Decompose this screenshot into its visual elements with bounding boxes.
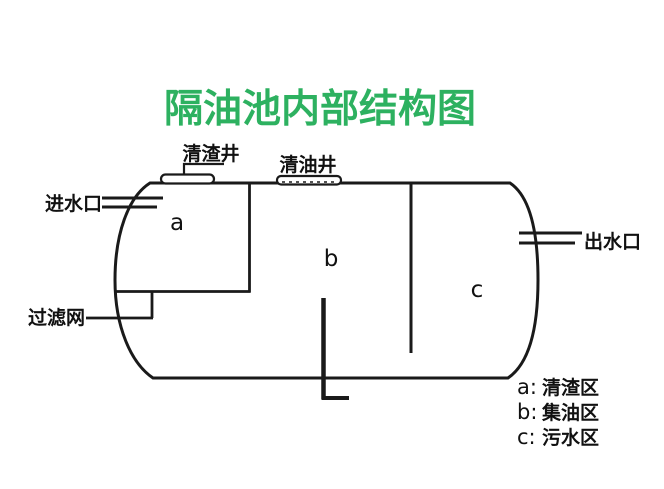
legend-key-a: a:	[517, 375, 537, 399]
inlet-label: 进水口	[45, 193, 102, 215]
legend-label-c: 污水区	[542, 427, 599, 449]
outlet-label: 出水口	[584, 230, 641, 253]
legend-label-b: 集油区	[541, 401, 599, 424]
slag-well-hatch	[159, 173, 216, 185]
oil-well-hatch	[275, 174, 343, 186]
slag-well-leader	[182, 162, 224, 175]
filter-label: 过滤网	[28, 307, 85, 329]
zone-b-letter: b	[324, 246, 339, 272]
legend: a: 清渣区 b: 集油区 c: 污水区	[517, 375, 599, 449]
slag-well-label: 清渣井	[182, 142, 239, 165]
legend-key-c: c:	[517, 425, 536, 449]
oil-well-label: 清油井	[279, 153, 336, 176]
page-title: 隔油池内部结构图	[164, 87, 476, 132]
legend-key-b: b:	[517, 400, 537, 424]
legend-label-a: 清渣区	[542, 376, 599, 399]
zone-a-letter: a	[170, 210, 184, 236]
zone-c-letter: c	[471, 277, 484, 303]
